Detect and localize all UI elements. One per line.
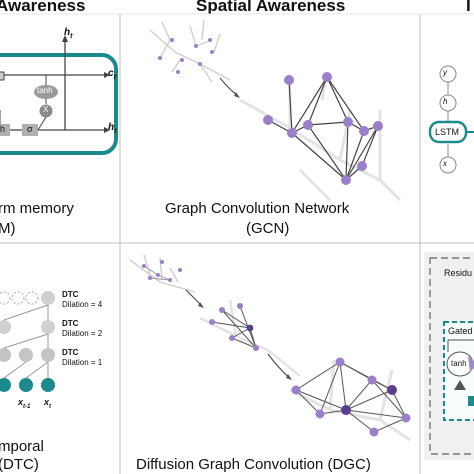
residual-label: Residu <box>444 268 473 278</box>
right-y-label: y <box>443 68 447 77</box>
gcn-diagram <box>149 19 402 202</box>
header-right: I <box>466 0 471 15</box>
dtc-x-curr: xt <box>44 397 52 410</box>
caption-lstm-line1: rm memory <box>0 200 74 217</box>
header-spatial-awareness: Spatial Awareness <box>196 0 346 15</box>
lstm-stack-diagram <box>428 65 474 174</box>
lstm-sigma-label: σ <box>27 124 33 134</box>
caption-dgc: Diffusion Graph Convolution (DGC) <box>136 456 371 473</box>
caption-dtc-line2: (DTC) <box>0 456 39 473</box>
dgc-diagram <box>129 254 411 442</box>
gated-label: Gated <box>448 326 473 336</box>
lstm-tanh-label: tanh <box>37 86 53 95</box>
lstm-c-out-label: ct <box>108 68 116 81</box>
caption-gcn-line1: Graph Convolution Network <box>165 200 350 217</box>
residual-gated-diagram <box>424 252 474 460</box>
lstm-mult-label: X <box>43 105 49 114</box>
caption-dtc-line1: mporal <box>0 438 44 455</box>
right-h-label: h <box>443 97 448 106</box>
dtc-x-prev: xt-1 <box>18 397 31 410</box>
right-lstm-label: LSTM <box>435 127 460 137</box>
lstm-h-out-label: ht <box>108 122 117 135</box>
caption-lstm-line2: M) <box>0 220 16 237</box>
lstm-cell-diagram <box>0 35 118 155</box>
header-left: Awareness <box>0 0 86 15</box>
gated-tanh-label: tanh <box>451 359 467 368</box>
dtc-diagram <box>0 291 55 392</box>
lstm-h-top-label: ht <box>64 27 73 40</box>
caption-gcn-line2: (GCN) <box>246 220 290 237</box>
lstm-h-box-label: h <box>0 124 6 134</box>
right-x-label: x <box>443 159 447 168</box>
